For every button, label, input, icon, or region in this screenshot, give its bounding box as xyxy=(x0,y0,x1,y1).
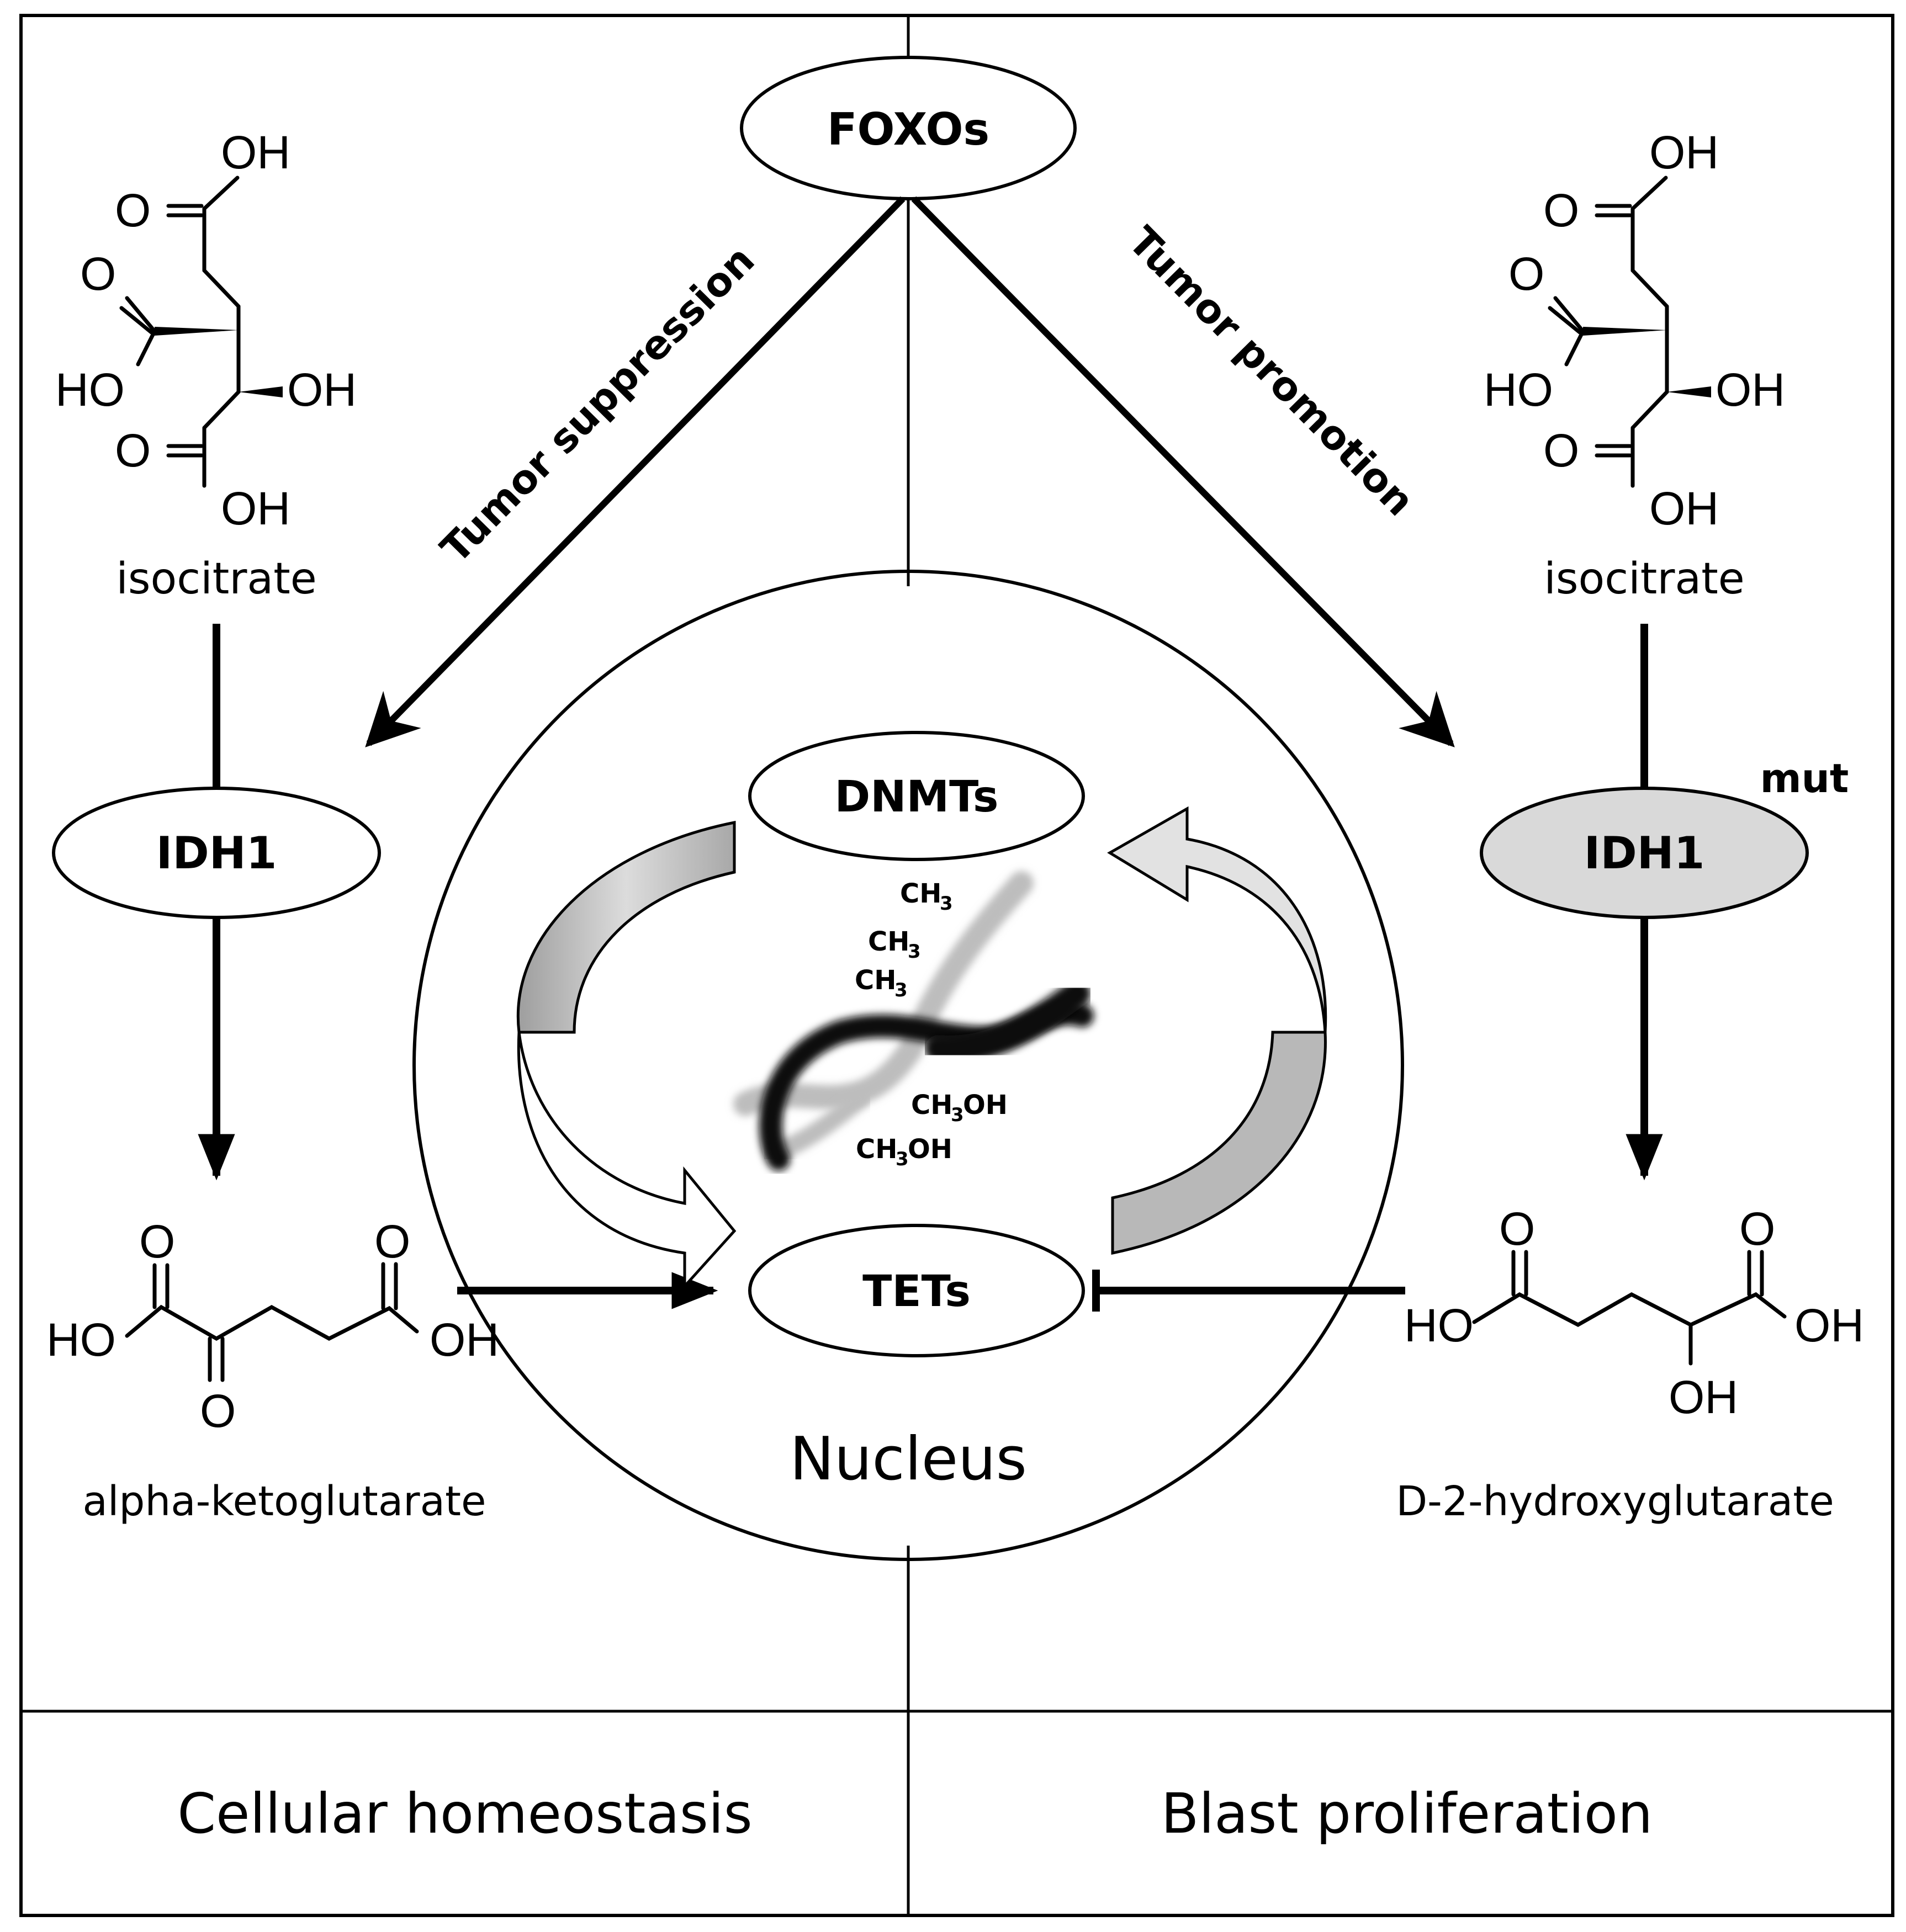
isocitrate-right-o-1: O xyxy=(1543,184,1579,236)
akg-o-keto: O xyxy=(200,1385,236,1437)
svg-text:CH: CH xyxy=(856,1134,897,1165)
outer-border xyxy=(19,14,1894,1917)
isocitrate-left-oh-mid: OH xyxy=(287,364,357,416)
isocitrate-right-ho: HO xyxy=(1484,364,1553,416)
nucleus-label: Nucleus xyxy=(790,1425,1027,1494)
hydroxymethyl-label-1: CH 3 OH xyxy=(911,1090,1008,1126)
isocitrate-left-oh-bottom: OH xyxy=(221,482,290,534)
isocitrate-right-o-2: O xyxy=(1508,248,1544,300)
d2hg-label: D-2-hydroxyglutarate xyxy=(1396,1478,1834,1525)
isocitrate-left-structure xyxy=(119,176,283,488)
methyl-label-3: CH 3 xyxy=(855,965,908,1001)
svg-text:3: 3 xyxy=(894,979,908,1001)
methyl-label-1: CH 3 xyxy=(900,878,953,915)
curved-arrow-dnmts-to-tets xyxy=(516,820,737,1290)
isocitrate-left-o-3: O xyxy=(115,424,151,476)
akg-oh: OH xyxy=(430,1314,499,1366)
d2hg-oh: OH xyxy=(1794,1299,1864,1351)
dnmts-node xyxy=(748,731,1085,861)
dna-helix-icon xyxy=(733,871,1094,1171)
isocitrate-left-o-1: O xyxy=(115,184,151,236)
isocitrate-right-o-3: O xyxy=(1543,424,1579,476)
svg-text:CH: CH xyxy=(868,926,909,957)
isocitrate-right-structure xyxy=(1548,176,1711,488)
dnmts-label: DNMTs xyxy=(835,772,999,822)
idh1-left-label: IDH1 xyxy=(156,827,277,879)
mut-label: mut xyxy=(1760,755,1849,802)
akg-structure xyxy=(125,1262,419,1382)
isocitrate-right-label: isocitrate xyxy=(1544,554,1745,604)
footer-left-label: Cellular homeostasis xyxy=(177,1781,753,1846)
d2hg-ho: HO xyxy=(1404,1299,1474,1351)
tumor-promotion-label: Tumor promotion xyxy=(1120,217,1423,524)
svg-text:3: 3 xyxy=(896,1148,909,1170)
d2hg-structure xyxy=(1472,1250,1787,1366)
tumor-suppression-arrow xyxy=(365,196,906,747)
tumor-suppression-label: Tumor suppression xyxy=(432,237,764,572)
hydroxymethyl-label-2: CH 3 OH xyxy=(856,1134,952,1170)
tets-node xyxy=(748,1224,1085,1357)
svg-text:CH: CH xyxy=(900,878,941,909)
akg-label: alpha-ketoglutarate xyxy=(83,1478,486,1525)
isocitrate-left-label: isocitrate xyxy=(116,554,317,604)
svg-text:3: 3 xyxy=(940,893,953,915)
foxos-label: FOXOs xyxy=(827,104,989,155)
isocitrate-right-oh-bottom: OH xyxy=(1649,482,1719,534)
svg-text:OH: OH xyxy=(963,1090,1008,1121)
isocitrate-left-o-2: O xyxy=(80,248,116,300)
akg-ho: HO xyxy=(46,1314,116,1366)
nucleus-circle xyxy=(412,570,1404,1561)
isocitrate-left-ho: HO xyxy=(55,364,125,416)
footer-right-label: Blast proliferation xyxy=(1161,1781,1653,1846)
curved-arrow-tets-to-dnmts xyxy=(1107,806,1327,1255)
d2hg-oh-hydroxy: OH xyxy=(1669,1371,1738,1423)
isocitrate-left-oh-top: OH xyxy=(221,126,290,178)
isocitrate-right-oh-mid: OH xyxy=(1716,364,1785,416)
svg-text:CH: CH xyxy=(855,965,896,996)
d2hg-o-2: O xyxy=(1739,1203,1775,1255)
svg-text:OH: OH xyxy=(908,1134,952,1165)
methyl-label-2: CH 3 xyxy=(868,926,921,963)
tets-label: TETs xyxy=(862,1267,971,1317)
svg-text:CH: CH xyxy=(911,1090,952,1121)
svg-text:3: 3 xyxy=(951,1104,964,1126)
d2hg-o-1: O xyxy=(1499,1203,1535,1255)
frame xyxy=(19,14,1894,1917)
svg-text:3: 3 xyxy=(908,941,921,963)
akg-o-1: O xyxy=(139,1216,175,1267)
akg-o-2: O xyxy=(374,1216,410,1267)
isocitrate-right-oh-top: OH xyxy=(1649,126,1719,178)
foxos-node xyxy=(740,56,1077,200)
idh1-right-label: IDH1 xyxy=(1584,827,1705,879)
tumor-promotion-arrow xyxy=(911,196,1455,747)
